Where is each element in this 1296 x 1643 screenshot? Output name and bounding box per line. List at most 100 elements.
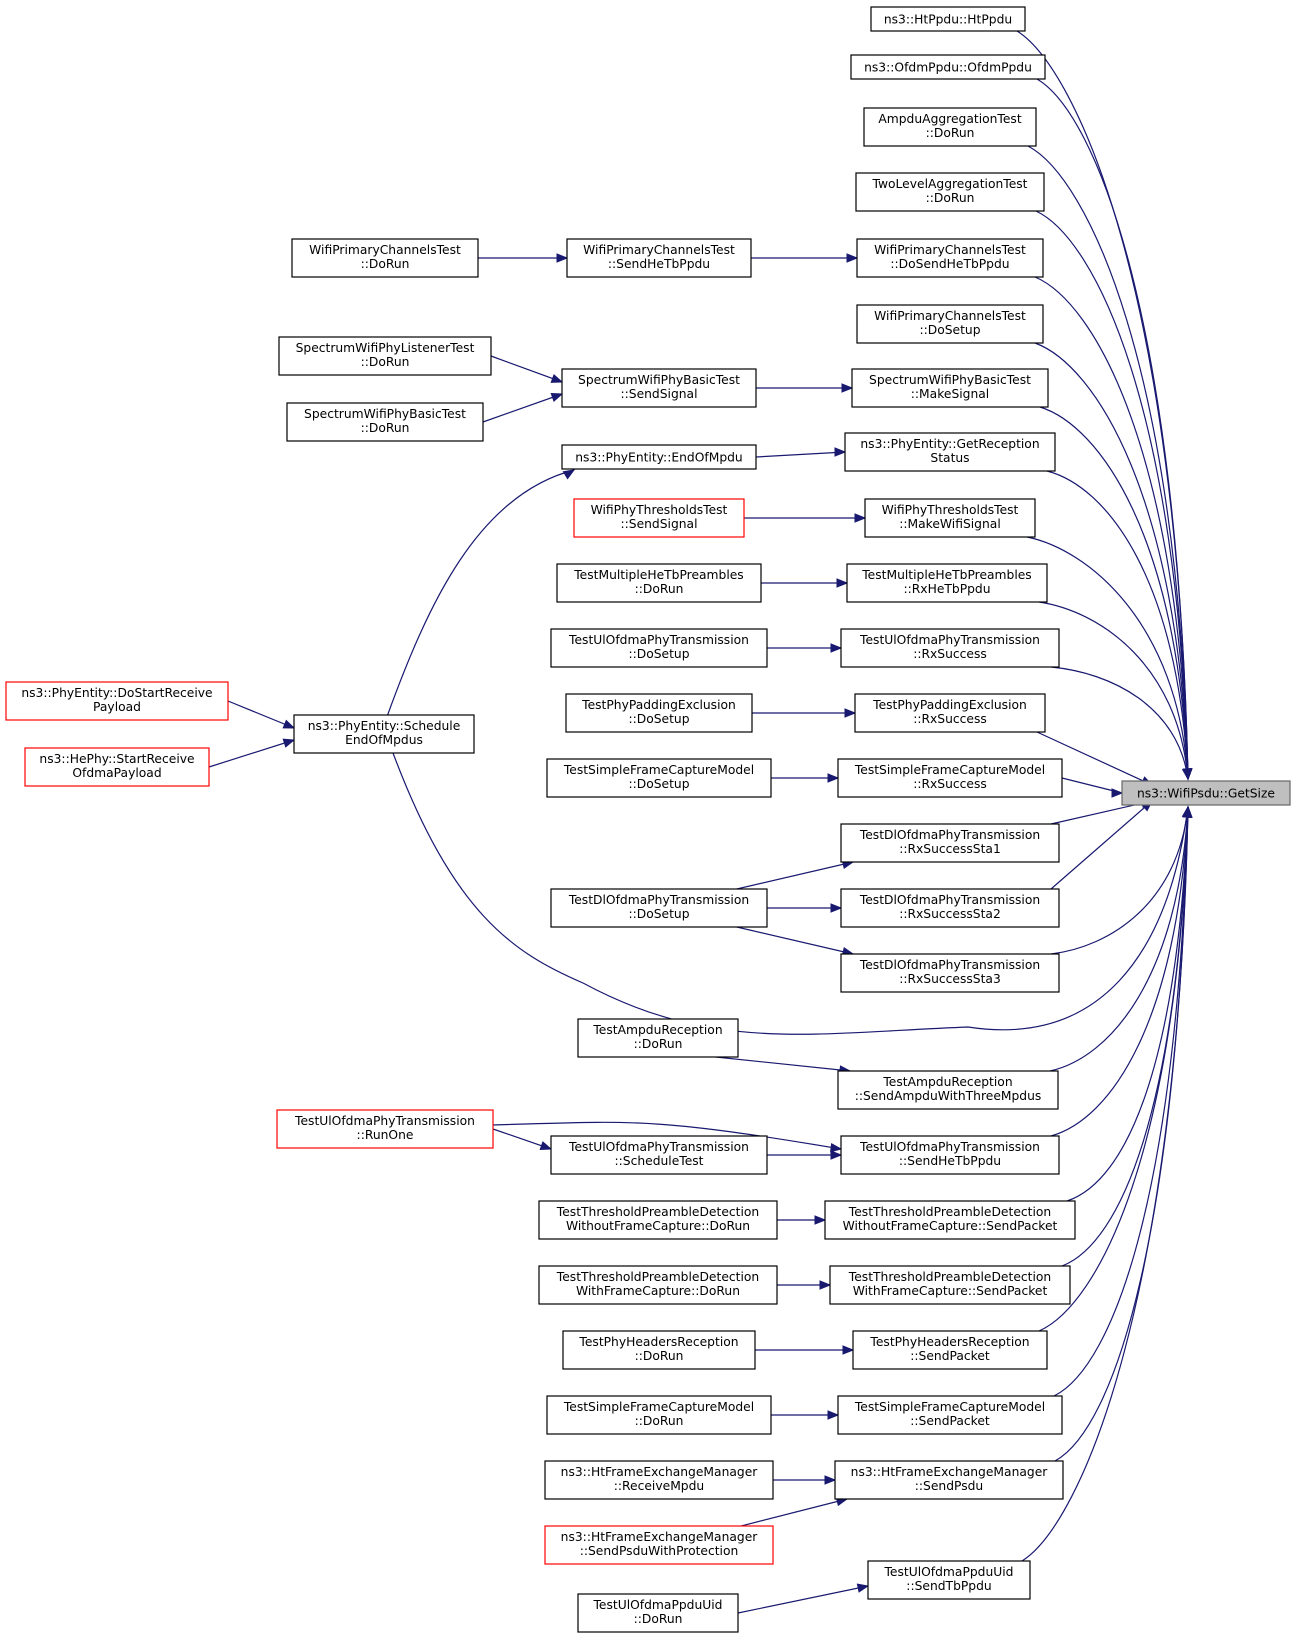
node-tphr_send[interactable]: TestPhyHeadersReception::SendPacket	[852, 1330, 1048, 1370]
node-label: ::DoRun	[361, 355, 410, 369]
node-tdopt_sta2[interactable]: TestDlOfdmaPhyTransmission::RxSuccessSta…	[840, 888, 1060, 928]
node-tuopt_sched[interactable]: TestUlOfdmaPhyTransmission::ScheduleTest	[550, 1135, 768, 1175]
node-tmhtp_dorun[interactable]: TestMultipleHeTbPreambles::DoRun	[556, 563, 762, 603]
node-box	[854, 693, 1046, 733]
node-tdopt_sta3[interactable]: TestDlOfdmaPhyTransmission::RxSuccessSta…	[840, 953, 1060, 993]
node-label: ns3::PhyEntity::GetReception	[860, 437, 1039, 451]
node-label: SpectrumWifiPhyListenerTest	[296, 341, 475, 355]
node-ttpdw_send[interactable]: TestThresholdPreambleDetectionWithFrameC…	[829, 1265, 1071, 1305]
node-swpbt_send[interactable]: SpectrumWifiPhyBasicTest::SendSignal	[561, 368, 757, 408]
node-label: TestSimpleFrameCaptureModel	[854, 1400, 1045, 1414]
node-swpbt_dorun[interactable]: SpectrumWifiPhyBasicTest::DoRun	[286, 402, 484, 442]
node-swplt_dorun[interactable]: SpectrumWifiPhyListenerTest::DoRun	[278, 336, 492, 376]
node-label: ::DoRun	[635, 1349, 684, 1363]
node-ttpdwo_send[interactable]: TestThresholdPreambleDetectionWithoutFra…	[824, 1200, 1076, 1240]
node-tphr_dorun[interactable]: TestPhyHeadersReception::DoRun	[562, 1330, 756, 1370]
node-tdopt_sta1[interactable]: TestDlOfdmaPhyTransmission::RxSuccessSta…	[840, 823, 1060, 863]
edge-line	[490, 355, 563, 383]
node-tsfcm_rxs[interactable]: TestSimpleFrameCaptureModel::RxSuccess	[837, 758, 1063, 798]
node-ttpdw_dorun[interactable]: TestThresholdPreambleDetectionWithFrameC…	[538, 1265, 778, 1305]
node-box	[291, 238, 479, 278]
edge-line	[1066, 806, 1189, 1202]
edge-arrowhead	[819, 1280, 832, 1290]
node-tsfcm_dosetup[interactable]: TestSimpleFrameCaptureModel::DoSetup	[546, 758, 772, 798]
edge-arrowhead	[836, 578, 849, 588]
edge-tar_send-to-target	[1049, 805, 1193, 1072]
node-label: ns3::HtPpdu::HtPpdu	[884, 13, 1012, 27]
edge-tmhtp_rx-to-target	[1038, 601, 1192, 781]
node-tuopt_dosetup[interactable]: TestUlOfdmaPhyTransmission::DoSetup	[550, 628, 768, 668]
node-tuopu_dorun[interactable]: TestUlOfdmaPpduUid::DoRun	[577, 1593, 739, 1633]
edge-tdopt_dosetup-to-tdopt_sta2	[767, 903, 843, 913]
node-tar_send[interactable]: TestAmpduReception::SendAmpduWithThreeMp…	[837, 1070, 1059, 1110]
node-layer: ns3::WifiPsdu::GetSize ns3::HtPpdu::HtPpd…	[5, 6, 1291, 1633]
node-htfem_recv[interactable]: ns3::HtFrameExchangeManager::ReceiveMpdu	[544, 1460, 774, 1500]
node-label: ::MakeSignal	[911, 387, 989, 401]
edge-hephy_start-to-pe_schedule	[208, 738, 296, 768]
node-htfem_sendprot[interactable]: ns3::HtFrameExchangeManager::SendPsduWit…	[544, 1525, 774, 1565]
edge-arrowhead	[562, 469, 576, 480]
node-label: TestUlOfdmaPhyTransmission	[859, 1140, 1040, 1154]
node-twolevel[interactable]: TwoLevelAggregationTest::DoRun	[855, 172, 1045, 212]
edge-arrowhead	[846, 253, 859, 263]
edge-arrowhead	[827, 773, 840, 783]
node-ttpdwo_dorun[interactable]: TestThresholdPreambleDetectionWithoutFra…	[538, 1200, 778, 1240]
node-box	[850, 54, 1046, 80]
node-htppdu[interactable]: ns3::HtPpdu::HtPpdu	[870, 6, 1026, 32]
node-ofdmppdu[interactable]: ns3::OfdmPpdu::OfdmPpdu	[850, 54, 1046, 80]
node-ampduagg[interactable]: AmpduAggregationTest::DoRun	[863, 107, 1037, 147]
node-tuopt_sendhe[interactable]: TestUlOfdmaPhyTransmission::SendHeTbPpdu	[840, 1135, 1060, 1175]
node-label: ::SendPacket	[910, 1349, 990, 1363]
node-box	[566, 238, 752, 278]
node-swpbt_make[interactable]: SpectrumWifiPhyBasicTest::MakeSignal	[851, 368, 1049, 408]
node-label: ::DoRun	[361, 257, 410, 271]
edge-pe_dostart-to-pe_schedule	[227, 700, 296, 729]
edge-ttpdw_dorun-to-ttpdw_send	[777, 1280, 832, 1290]
node-label: ns3::HtFrameExchangeManager	[561, 1530, 759, 1544]
node-label: SpectrumWifiPhyBasicTest	[304, 407, 466, 421]
node-wptt_make[interactable]: WifiPhyThresholdsTest::MakeWifiSignal	[864, 498, 1036, 538]
node-wpct_dosend[interactable]: WifiPrimaryChannelsTest::DoSendHeTbPpdu	[856, 238, 1044, 278]
node-label: ns3::WifiPsdu::GetSize	[1137, 787, 1275, 801]
edge-wpct_sendhe-to-wpct_dosend	[751, 253, 859, 263]
node-tdopt_dosetup[interactable]: TestDlOfdmaPhyTransmission::DoSetup	[550, 888, 768, 928]
node-label: TestUlOfdmaPhyTransmission	[568, 633, 749, 647]
edge-line	[737, 1585, 869, 1614]
edge-arrowhead	[827, 1410, 840, 1420]
node-wpct_dorun[interactable]: WifiPrimaryChannelsTest::DoRun	[291, 238, 479, 278]
node-label: TestDlOfdmaPhyTransmission	[859, 958, 1040, 972]
node-wptt_send[interactable]: WifiPhyThresholdsTest::SendSignal	[573, 498, 745, 538]
node-tar_dorun[interactable]: TestAmpduReception::DoRun	[577, 1018, 739, 1058]
node-box	[837, 758, 1063, 798]
node-box	[867, 1560, 1031, 1600]
edge-arrowhead	[539, 1141, 553, 1151]
node-label: TestAmpduReception	[592, 1023, 722, 1037]
edge-tuopt_runone-to-tuopt_sched	[492, 1128, 553, 1151]
edge-line	[1036, 78, 1189, 780]
node-tsfcm_dorun[interactable]: TestSimpleFrameCaptureModel::DoRun	[546, 1395, 772, 1435]
node-wpct_sendhe[interactable]: WifiPrimaryChannelsTest::SendHeTbPpdu	[566, 238, 752, 278]
node-target[interactable]: ns3::WifiPsdu::GetSize	[1121, 780, 1291, 806]
node-label: ::SendPsduWithProtection	[580, 1544, 739, 1558]
node-tuopt_rxs[interactable]: TestUlOfdmaPhyTransmission::RxSuccess	[840, 628, 1060, 668]
node-tppe_dosetup[interactable]: TestPhyPaddingExclusion::DoSetup	[565, 693, 753, 733]
node-tuopu_send[interactable]: TestUlOfdmaPpduUid::SendTbPpdu	[867, 1560, 1031, 1600]
node-label: TestThresholdPreambleDetection	[556, 1205, 759, 1219]
node-htfem_sendpsdu[interactable]: ns3::HtFrameExchangeManager::SendPsdu	[834, 1460, 1064, 1500]
edge-tdopt_dosetup-to-tdopt_sta3	[736, 926, 855, 957]
node-tsfcm_send[interactable]: TestSimpleFrameCaptureModel::SendPacket	[837, 1395, 1063, 1435]
node-box	[856, 304, 1044, 344]
node-wpct_dosetup[interactable]: WifiPrimaryChannelsTest::DoSetup	[856, 304, 1044, 344]
edge-line	[1036, 731, 1153, 786]
node-tmhtp_rx[interactable]: TestMultipleHeTbPreambles::RxHeTbPpdu	[846, 563, 1048, 603]
node-box	[846, 563, 1048, 603]
node-tuopt_runone[interactable]: TestUlOfdmaPhyTransmission::RunOne	[276, 1109, 494, 1149]
edge-tuopu_send-to-target	[1021, 805, 1193, 1562]
node-box	[286, 402, 484, 442]
node-tppe_rxs[interactable]: TestPhyPaddingExclusion::RxSuccess	[854, 693, 1046, 733]
node-pe_endof[interactable]: ns3::PhyEntity::EndOfMpdu	[561, 444, 757, 470]
